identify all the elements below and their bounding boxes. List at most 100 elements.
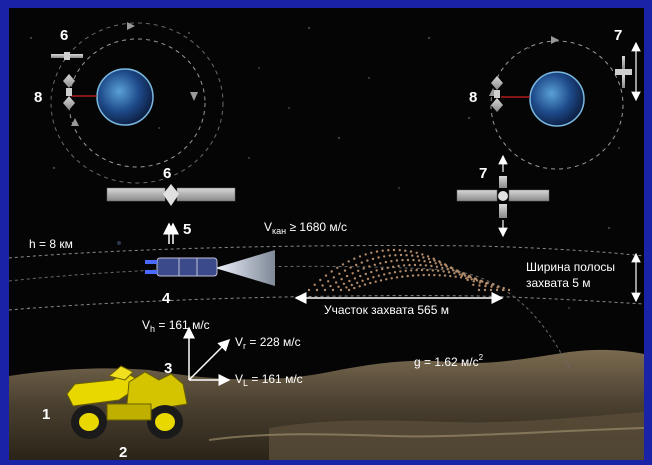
capture-dot (445, 265, 448, 268)
capture-dot (330, 270, 333, 273)
capture-dot (315, 288, 319, 292)
capture-dot (379, 262, 382, 265)
capture-dot (432, 257, 435, 260)
capture-dot (342, 282, 346, 285)
capture-zone-label: Участок захвата 565 м (324, 303, 449, 317)
capture-dot (404, 249, 407, 252)
capture-dot (395, 259, 399, 262)
capture-dot (340, 278, 343, 281)
label-2: 2 (119, 444, 128, 460)
capture-dot (405, 254, 408, 257)
capture-dot (347, 260, 350, 263)
capture-dot (401, 275, 404, 278)
capture-dot (489, 288, 493, 292)
capture-dot (353, 286, 356, 290)
capture-dot (434, 262, 437, 265)
capture-dot (371, 257, 375, 261)
capture-dots (307, 248, 511, 292)
capture-dot (383, 273, 386, 276)
capture-dot (460, 274, 464, 277)
satellite-7-mid-icon (456, 154, 550, 238)
altitude-curve-lower (9, 295, 644, 311)
capture-dot (379, 279, 383, 282)
capture-dot (368, 265, 371, 268)
capture-dot (385, 278, 388, 281)
capture-dot (424, 264, 428, 267)
capture-dot (399, 270, 402, 273)
trajectory-curve (9, 265, 570, 369)
capture-dot (386, 266, 389, 269)
lunar-truck-icon (66, 365, 188, 439)
capture-dot (353, 257, 356, 260)
capture-dot (377, 274, 380, 277)
altitude-curve-upper (9, 245, 644, 259)
velocity-vectors (183, 326, 231, 386)
capture-dot (439, 261, 442, 264)
capture-dot (470, 278, 473, 281)
capture-dot (374, 280, 377, 283)
capture-dot (433, 273, 436, 277)
capture-dot (469, 276, 472, 279)
capture-dot (351, 272, 354, 275)
altitude-label: h = 8 км (29, 237, 73, 251)
capture-dot (347, 288, 351, 292)
capture-dot (355, 263, 358, 267)
capture-dot (411, 254, 414, 257)
capture-dot (441, 266, 444, 269)
label-6-mid: 6 (163, 165, 172, 182)
capture-dot (430, 264, 433, 268)
label-8-right: 8 (469, 89, 478, 106)
capture-dot (337, 285, 340, 288)
label-1: 1 (42, 406, 51, 423)
capture-dot (359, 274, 362, 278)
capture-dot (409, 250, 413, 253)
label-7-top: 7 (614, 27, 623, 44)
vl-label: VL = 161 м/с (235, 372, 303, 388)
capture-dot (390, 277, 393, 280)
capture-dot (502, 286, 505, 290)
capture-dot (390, 260, 393, 263)
vr-label: Vr = 228 м/с (235, 335, 301, 351)
capture-dot (411, 274, 415, 277)
capture-dot (387, 249, 390, 252)
capture-dot (383, 255, 386, 258)
capture-dot (362, 267, 365, 270)
capture-dot (331, 288, 335, 292)
capture-dot (334, 281, 338, 284)
starfield (28, 27, 620, 309)
capture-dot (397, 264, 400, 268)
capture-dot (426, 255, 430, 258)
capture-dot (442, 270, 445, 273)
earth-left (96, 68, 154, 126)
capture-dot (321, 284, 324, 287)
capture-dot (416, 255, 419, 258)
scene-graphics (9, 22, 644, 460)
capture-dot (343, 269, 347, 272)
strip-width-line1: Ширина полосы (526, 260, 616, 274)
capture-dot (327, 280, 330, 283)
capture-dot (415, 268, 418, 272)
label-5: 5 (183, 221, 192, 238)
capture-dot (319, 278, 322, 282)
capture-dot (453, 272, 456, 275)
capture-dot (324, 274, 328, 277)
capture-dot (391, 265, 395, 268)
capture-dot (486, 281, 489, 285)
capture-dot (478, 284, 481, 287)
capture-dot (395, 276, 399, 279)
label-8-left: 8 (34, 89, 43, 106)
capture-dot (364, 272, 367, 276)
capture-dot (427, 257, 431, 261)
satellite-6-top-icon (51, 52, 83, 60)
capture-dot (399, 253, 403, 257)
capture-dot (459, 276, 463, 279)
capture-dot (350, 283, 353, 287)
capture-dot (336, 266, 339, 269)
capture-dot (438, 274, 441, 277)
capture-dot (497, 285, 500, 288)
capture-dot (394, 254, 397, 257)
capture-dot (475, 279, 479, 282)
capture-dot (358, 285, 361, 288)
capture-dot (472, 283, 475, 286)
